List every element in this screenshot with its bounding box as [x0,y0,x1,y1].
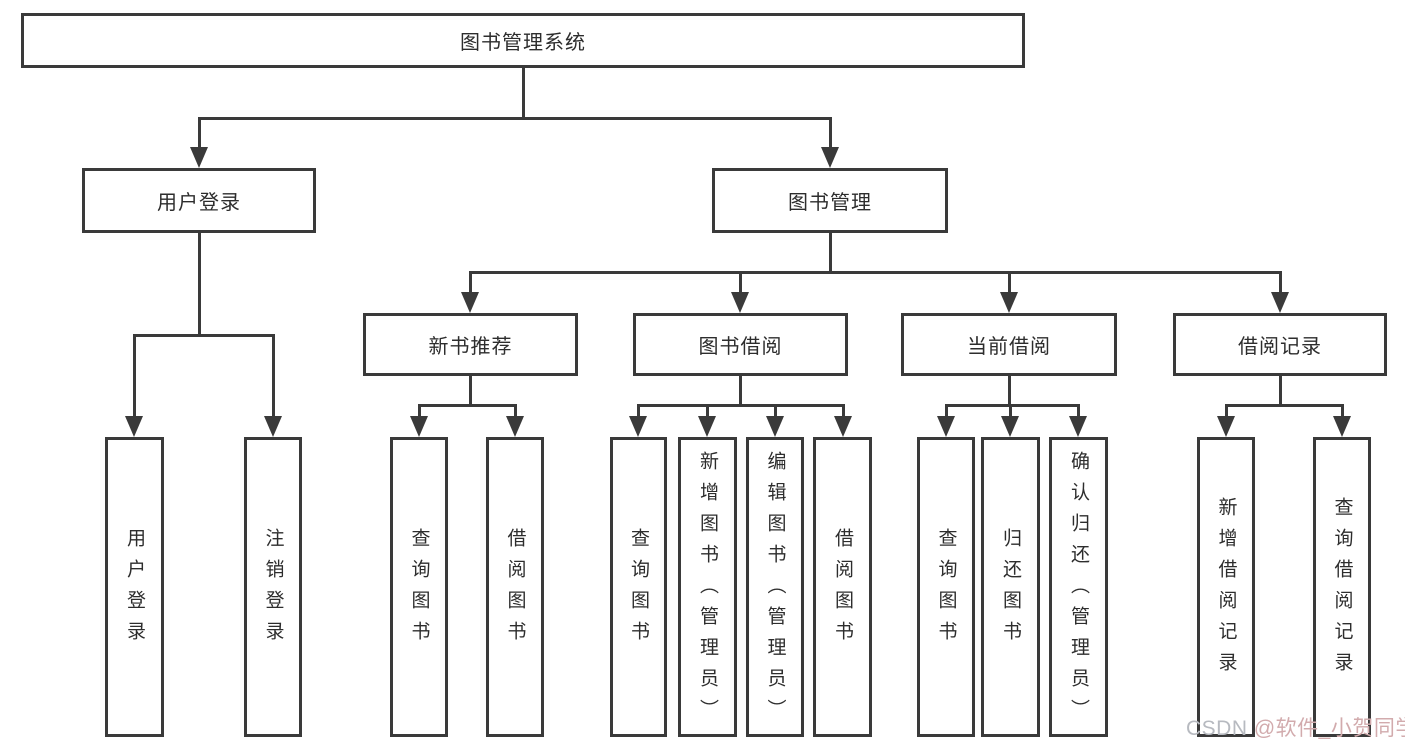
arrow-down-icon [410,416,428,437]
connector-line [637,404,640,420]
connector-line [945,404,1079,407]
connector-line [272,334,275,420]
node-borrowing-records: 借阅记录 [1173,313,1387,376]
arrow-down-icon [1271,292,1289,313]
connector-line [739,376,742,407]
connector-line [198,117,831,120]
arrow-down-icon [264,416,282,437]
arrow-down-icon [698,416,716,437]
arrow-down-icon [461,292,479,313]
connector-line [469,271,472,296]
leaf-logout: 注销登录 [244,437,302,737]
connector-line [469,376,472,407]
watermark-author: @软件_小贺同学 [1253,717,1405,740]
connector-line [133,334,274,337]
connector-line [945,404,948,420]
connector-line [1341,404,1344,420]
connector-line [1279,376,1282,407]
connector-line [469,271,1281,274]
watermark: CSDN @软件_小贺同学 [1186,712,1405,742]
arrow-down-icon [1069,416,1087,437]
arrow-down-icon [937,416,955,437]
connector-line [1008,376,1011,407]
arrow-down-icon [1217,416,1235,437]
arrow-down-icon [834,416,852,437]
arrow-down-icon [731,292,749,313]
connector-line [418,404,421,420]
arrow-down-icon [766,416,784,437]
leaf-query-books-borrow: 查询图书 [610,437,667,737]
connector-line [1225,404,1228,420]
arrow-down-icon [125,416,143,437]
arrow-down-icon [821,147,839,168]
connector-line [1009,404,1012,420]
leaf-edit-books-admin: 编辑图书（管理员） [746,437,804,737]
leaf-user-login: 用户登录 [105,437,164,737]
connector-line [198,117,201,152]
leaf-query-books-recommend: 查询图书 [390,437,448,737]
arrow-down-icon [629,416,647,437]
leaf-borrow-books: 借阅图书 [813,437,872,737]
connector-line [1008,271,1011,296]
connector-line [1279,271,1282,296]
node-book-management: 图书管理 [712,168,948,233]
arrow-down-icon [506,416,524,437]
leaf-add-books-admin: 新增图书（管理员） [678,437,737,737]
arrow-down-icon [1001,416,1019,437]
connector-line [522,68,525,120]
connector-line [1225,404,1343,407]
arrow-down-icon [1333,416,1351,437]
node-library-management-system: 图书管理系统 [21,13,1025,68]
leaf-return-books: 归还图书 [981,437,1040,737]
connector-line [829,233,832,274]
node-new-book-recommendation: 新书推荐 [363,313,578,376]
connector-line [418,404,517,407]
leaf-query-books-current: 查询图书 [917,437,975,737]
arrow-down-icon [1000,292,1018,313]
connector-line [1077,404,1080,420]
connector-line [842,404,845,420]
connector-line [706,404,709,420]
node-book-borrowing: 图书借阅 [633,313,848,376]
connector-line [514,404,517,420]
arrow-down-icon [190,147,208,168]
leaf-add-borrow-record: 新增借阅记录 [1197,437,1255,737]
leaf-query-borrow-record: 查询借阅记录 [1313,437,1371,737]
connector-line [133,334,136,420]
leaf-borrow-books-recommend: 借阅图书 [486,437,544,737]
connector-line [829,117,832,152]
connector-line [637,404,844,407]
watermark-site: CSDN [1186,717,1254,740]
node-current-borrowing: 当前借阅 [901,313,1117,376]
connector-line [739,271,742,296]
connector-line [774,404,777,420]
leaf-confirm-return-admin: 确认归还（管理员） [1049,437,1108,737]
node-user-login: 用户登录 [82,168,316,233]
connector-line [198,233,201,336]
